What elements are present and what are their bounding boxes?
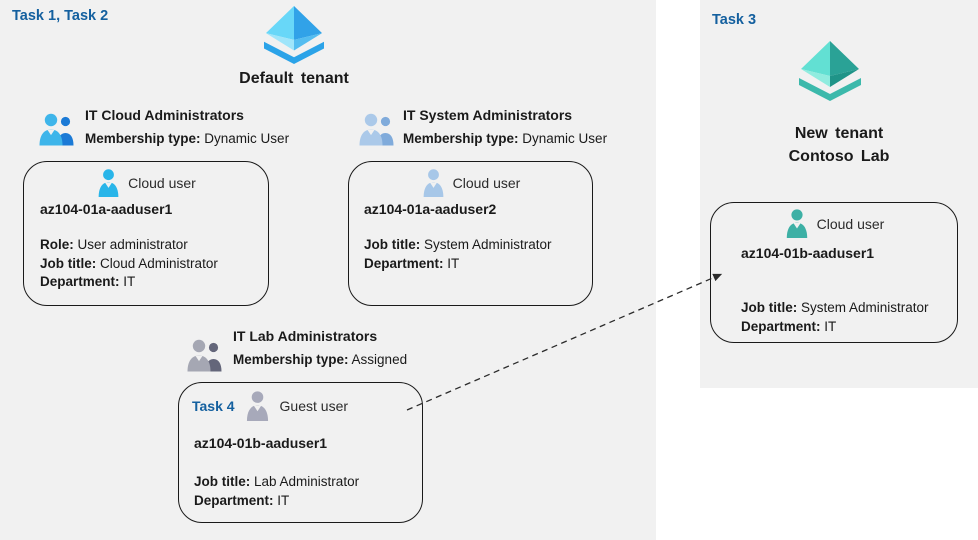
field-label: Job title: — [40, 255, 97, 271]
field-line: Job title: System Administrator — [741, 299, 929, 318]
task-3-label: Task 3 — [712, 12, 757, 28]
cloud-user-icon-paleblue — [421, 169, 446, 197]
cloud-user-icon-cyan — [96, 169, 121, 197]
user-type-label: Cloud user — [128, 175, 196, 191]
membership-type-label: Membership type: — [403, 131, 519, 146]
azure-ad-tenant-icon-blue — [260, 5, 328, 65]
task-4-label: Task 4 — [192, 398, 235, 414]
membership-type-label: Membership type: — [85, 131, 201, 146]
user-name: az104-01b-aaduser1 — [194, 435, 328, 451]
new-tenant-name-line2: Contoso Lab — [788, 148, 890, 165]
membership-type-label: Membership type: — [233, 352, 349, 367]
task-1-2-label: Task 1, Task 2 — [12, 8, 109, 24]
field-value: IT — [447, 255, 460, 271]
default-tenant-panel — [0, 0, 656, 540]
group-membership-line: Membership type: Dynamic User — [403, 131, 607, 146]
cloud-user-icon-teal — [784, 209, 810, 238]
card-header: Cloud user — [24, 169, 268, 197]
guest-user-icon-gray — [244, 391, 271, 421]
user-type-label: Cloud user — [816, 215, 885, 232]
membership-type-value: Dynamic User — [522, 131, 608, 146]
field-line: Job title: Cloud Administrator — [40, 255, 218, 274]
field-value: Cloud Administrator — [100, 255, 218, 271]
field-line: Role: User administrator — [40, 236, 218, 255]
user-fields: Job title: Lab Administrator Department:… — [194, 473, 359, 510]
field-line: Department: IT — [364, 255, 552, 274]
field-line: Department: IT — [194, 492, 359, 511]
group-people-icon-paleblue — [358, 112, 396, 146]
field-value: Lab Administrator — [254, 474, 360, 489]
field-label: Department: — [194, 492, 274, 508]
user-name: az104-01a-aaduser1 — [40, 201, 173, 217]
user-fields: Role: User administrator Job title: Clou… — [40, 236, 218, 292]
azure-ad-tenant-icon-teal — [798, 40, 862, 102]
field-value: IT — [277, 492, 290, 508]
user-name: az104-01a-aaduser2 — [364, 201, 497, 217]
group-membership-line: Membership type: Dynamic User — [85, 131, 289, 146]
field-line: Job title: Lab Administrator — [194, 473, 359, 492]
field-line: Job title: System Administrator — [364, 236, 552, 255]
user-fields: Job title: System Administrator Departme… — [741, 299, 929, 336]
field-value: IT — [824, 318, 837, 334]
field-value: System Administrator — [424, 237, 552, 252]
group-membership-line: Membership type: Assigned — [233, 352, 407, 367]
guest-user-card-aaduser1: Task 4 Guest user az104-01b-aaduser1 Job… — [178, 382, 423, 523]
default-tenant-name: Default tenant — [239, 70, 349, 87]
field-label: Department: — [741, 318, 821, 334]
field-label: Job title: — [194, 474, 251, 489]
cloud-user-card-aaduser2: Cloud user az104-01a-aaduser2 Job title:… — [348, 161, 593, 306]
membership-type-value: Dynamic User — [204, 131, 290, 146]
user-type-label: Guest user — [279, 398, 349, 414]
new-tenant-name-line1: New tenant — [794, 125, 884, 142]
field-label: Job title: — [741, 300, 798, 315]
membership-type-value: Assigned — [351, 352, 408, 367]
group-title-it-cloud-administrators: IT Cloud Administrators — [85, 107, 244, 123]
group-title-it-system-administrators: IT System Administrators — [403, 107, 573, 123]
card-header: Cloud user — [349, 169, 592, 197]
field-value: System Administrator — [801, 300, 929, 315]
user-name: az104-01b-aaduser1 — [741, 245, 875, 261]
user-type-label: Cloud user — [452, 175, 521, 191]
card-header: Task 4 Guest user — [192, 391, 348, 421]
group-people-icon-blue — [38, 112, 76, 146]
field-line: Department: IT — [741, 318, 929, 337]
field-label: Department: — [364, 255, 444, 271]
field-label: Department: — [40, 274, 120, 290]
card-header: Cloud user — [711, 209, 957, 238]
user-fields: Job title: System Administrator Departme… — [364, 236, 552, 273]
field-label: Role: — [40, 237, 74, 252]
cloud-user-card-new-tenant: Cloud user az104-01b-aaduser1 Job title:… — [710, 202, 958, 343]
group-people-icon-gray — [186, 338, 224, 372]
field-value: User administrator — [77, 237, 188, 252]
field-line: Department: IT — [40, 273, 218, 292]
cloud-user-card-aaduser1: Cloud user az104-01a-aaduser1 Role: User… — [23, 161, 269, 306]
field-label: Job title: — [364, 237, 421, 252]
group-title-it-lab-administrators: IT Lab Administrators — [233, 328, 378, 344]
field-value: IT — [123, 274, 136, 290]
